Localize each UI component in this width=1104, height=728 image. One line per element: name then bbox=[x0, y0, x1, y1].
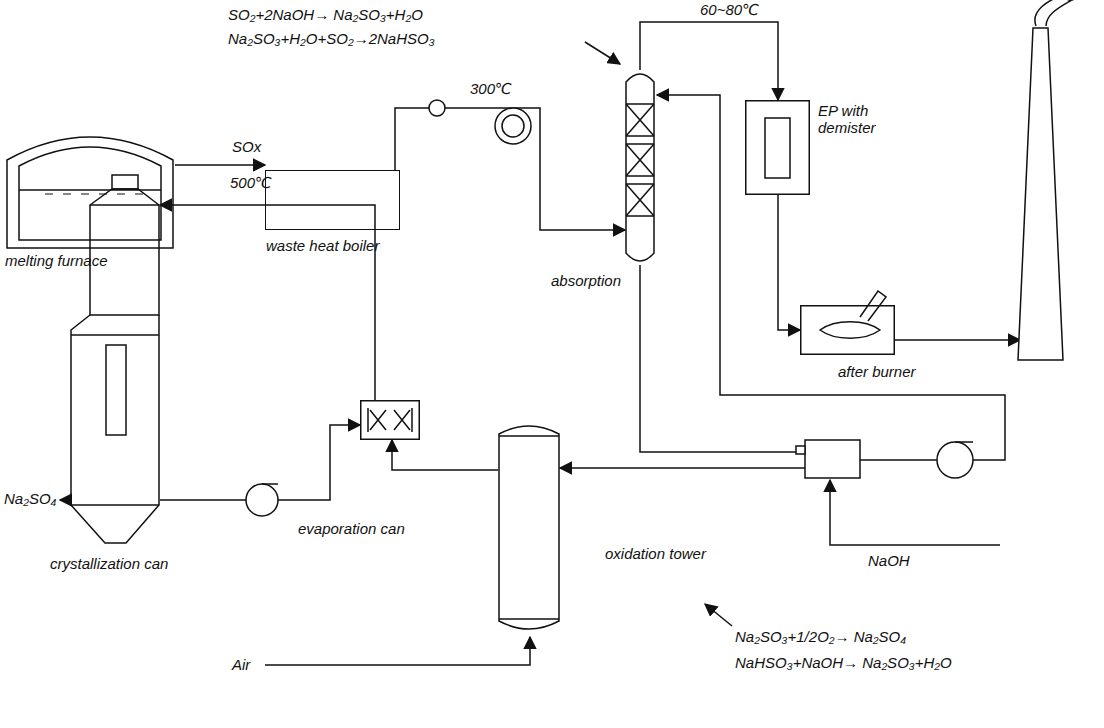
absorption-tower: absorption bbox=[625, 70, 655, 265]
node-label: absorption bbox=[551, 272, 621, 289]
pointer-arrow bbox=[705, 604, 732, 626]
stream-label: NaOH bbox=[868, 552, 910, 569]
pipe bbox=[657, 95, 1005, 460]
node-label: crystallization can bbox=[50, 555, 168, 572]
precipitator-box: EP with demister bbox=[745, 100, 810, 195]
pointer-arrow bbox=[585, 42, 620, 64]
shape-outline bbox=[625, 70, 655, 265]
flue-duct bbox=[895, 339, 1020, 341]
product-label: Na₂SO₄ bbox=[4, 490, 57, 507]
pump-symbol bbox=[937, 442, 973, 478]
circulation-tank bbox=[805, 440, 860, 478]
tank-nozzle bbox=[796, 446, 805, 454]
stack bbox=[1018, 28, 1063, 360]
duct-junction bbox=[429, 100, 445, 116]
naoh-feed-line bbox=[830, 480, 1000, 545]
node-label: waste heat boiler bbox=[266, 237, 379, 254]
product-outlet bbox=[60, 499, 70, 501]
pump-symbol bbox=[246, 484, 278, 516]
node-label: melting furnace bbox=[5, 252, 108, 269]
reaction-equation: SO₂+2NaOH→ Na₂SO₃+H₂O bbox=[228, 6, 423, 23]
flow-line bbox=[395, 108, 625, 230]
flow-line bbox=[392, 440, 498, 470]
flow-line bbox=[778, 195, 800, 330]
smoke bbox=[1035, 0, 1075, 26]
after-burner-box: after burner bbox=[800, 305, 895, 355]
flow-line bbox=[560, 265, 815, 468]
pump-outlet bbox=[955, 441, 973, 443]
boiler-box: waste heat boiler bbox=[265, 170, 400, 230]
temperature-label: 500℃ bbox=[230, 174, 272, 191]
fan-symbol bbox=[495, 108, 531, 144]
reaction-equation: Na₂SO₃+1/2O₂→ Na₂SO₄ bbox=[735, 628, 906, 645]
temperature-label: 60~80℃ bbox=[700, 1, 759, 18]
stream-label: Air bbox=[232, 656, 250, 673]
shape-outline bbox=[800, 305, 895, 355]
temperature-label: 300℃ bbox=[470, 80, 512, 97]
shape-outline bbox=[498, 420, 560, 635]
pipe bbox=[860, 459, 937, 461]
evaporator-box: evaporation can bbox=[360, 400, 420, 440]
oxidation-tower: oxidation tower bbox=[498, 420, 560, 635]
node-label: after burner bbox=[838, 363, 916, 380]
pump-outlet bbox=[262, 483, 278, 485]
crystallizer-vessel: crystallization can bbox=[70, 175, 160, 545]
reaction-equation: Na₂SO₃+H₂O+SO₂→2NaHSO₃ bbox=[228, 30, 435, 47]
shape-outline bbox=[360, 400, 420, 440]
edge-label: SOx bbox=[232, 138, 261, 155]
node-label: oxidation tower bbox=[605, 545, 706, 562]
flow-line bbox=[640, 22, 778, 100]
node-label: EP with demister bbox=[818, 102, 890, 137]
node-label: evaporation can bbox=[298, 520, 405, 537]
air-feed-line bbox=[265, 637, 530, 665]
fan-symbol bbox=[502, 115, 524, 137]
shape-outline bbox=[745, 100, 810, 195]
shape-outline bbox=[70, 175, 160, 545]
flow-line bbox=[175, 164, 265, 166]
reaction-equation: NaHSO₃+NaOH→ Na₂SO₃+H₂O bbox=[735, 654, 952, 671]
flow-line bbox=[160, 205, 375, 400]
